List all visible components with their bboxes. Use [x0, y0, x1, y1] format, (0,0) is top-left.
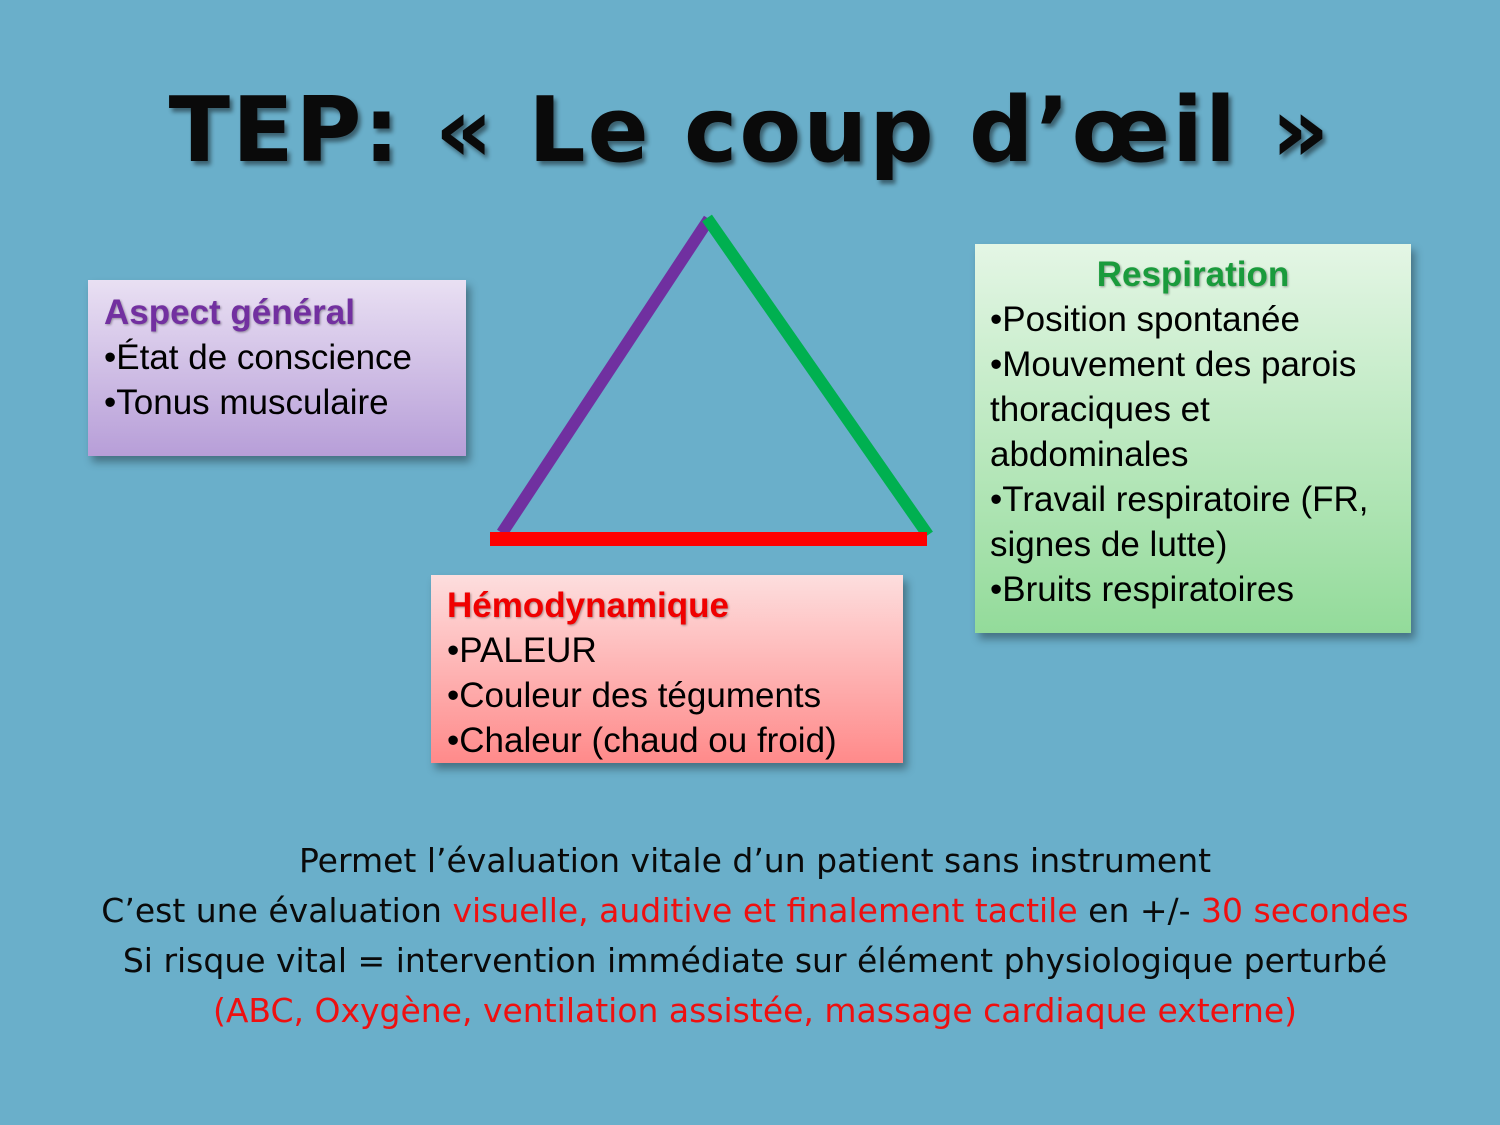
triangle-side-aspect	[496, 215, 715, 537]
aspect-general-box: Aspect général État de conscience Tonus …	[88, 280, 466, 456]
assessment-triangle	[490, 214, 933, 546]
aspect-general-list: État de conscience Tonus musculaire	[104, 335, 450, 425]
summary-line-4: (ABC, Oxygène, ventilation assistée, mas…	[212, 991, 1298, 1030]
list-item: Travail respiratoire (FR, signes de lutt…	[990, 477, 1396, 567]
triangle-side-respiration	[702, 214, 933, 539]
respiration-box: Respiration Position spontanée Mouvement…	[975, 244, 1411, 633]
list-item: Position spontanée	[990, 297, 1396, 342]
hemodynamique-box: Hémodynamique PALEUR Couleur des tégumen…	[431, 575, 903, 763]
summary-line-2: C’est une évaluation visuelle, auditive …	[60, 886, 1450, 936]
slide-title: TEP: « Le coup d’œil »	[168, 78, 1332, 183]
summary-line-2-mid: en +/-	[1077, 891, 1202, 930]
list-item: Mouvement des parois thoraciques et abdo…	[990, 342, 1396, 477]
summary-duration: 30 secondes	[1201, 891, 1409, 930]
respiration-heading: Respiration	[1096, 255, 1290, 294]
list-item: PALEUR	[447, 628, 887, 673]
list-item: État de conscience	[104, 335, 450, 380]
hemodynamique-heading: Hémodynamique	[447, 586, 729, 625]
list-item: Couleur des téguments	[447, 673, 887, 718]
respiration-list: Position spontanée Mouvement des parois …	[990, 297, 1396, 612]
summary-text: Permet l’évaluation vitale d’un patient …	[60, 836, 1450, 1036]
summary-line-3: Si risque vital = intervention immédiate…	[122, 941, 1388, 980]
aspect-general-heading: Aspect général	[104, 293, 355, 332]
summary-line-1: Permet l’évaluation vitale d’un patient …	[298, 841, 1212, 880]
hemodynamique-list: PALEUR Couleur des téguments Chaleur (ch…	[447, 628, 887, 763]
list-item: Bruits respiratoires	[990, 567, 1396, 612]
summary-senses: visuelle, auditive et finalement tactile	[452, 891, 1078, 930]
summary-line-2-start: C’est une évaluation	[101, 891, 453, 930]
list-item: Tonus musculaire	[104, 380, 450, 425]
list-item: Chaleur (chaud ou froid)	[447, 718, 887, 763]
